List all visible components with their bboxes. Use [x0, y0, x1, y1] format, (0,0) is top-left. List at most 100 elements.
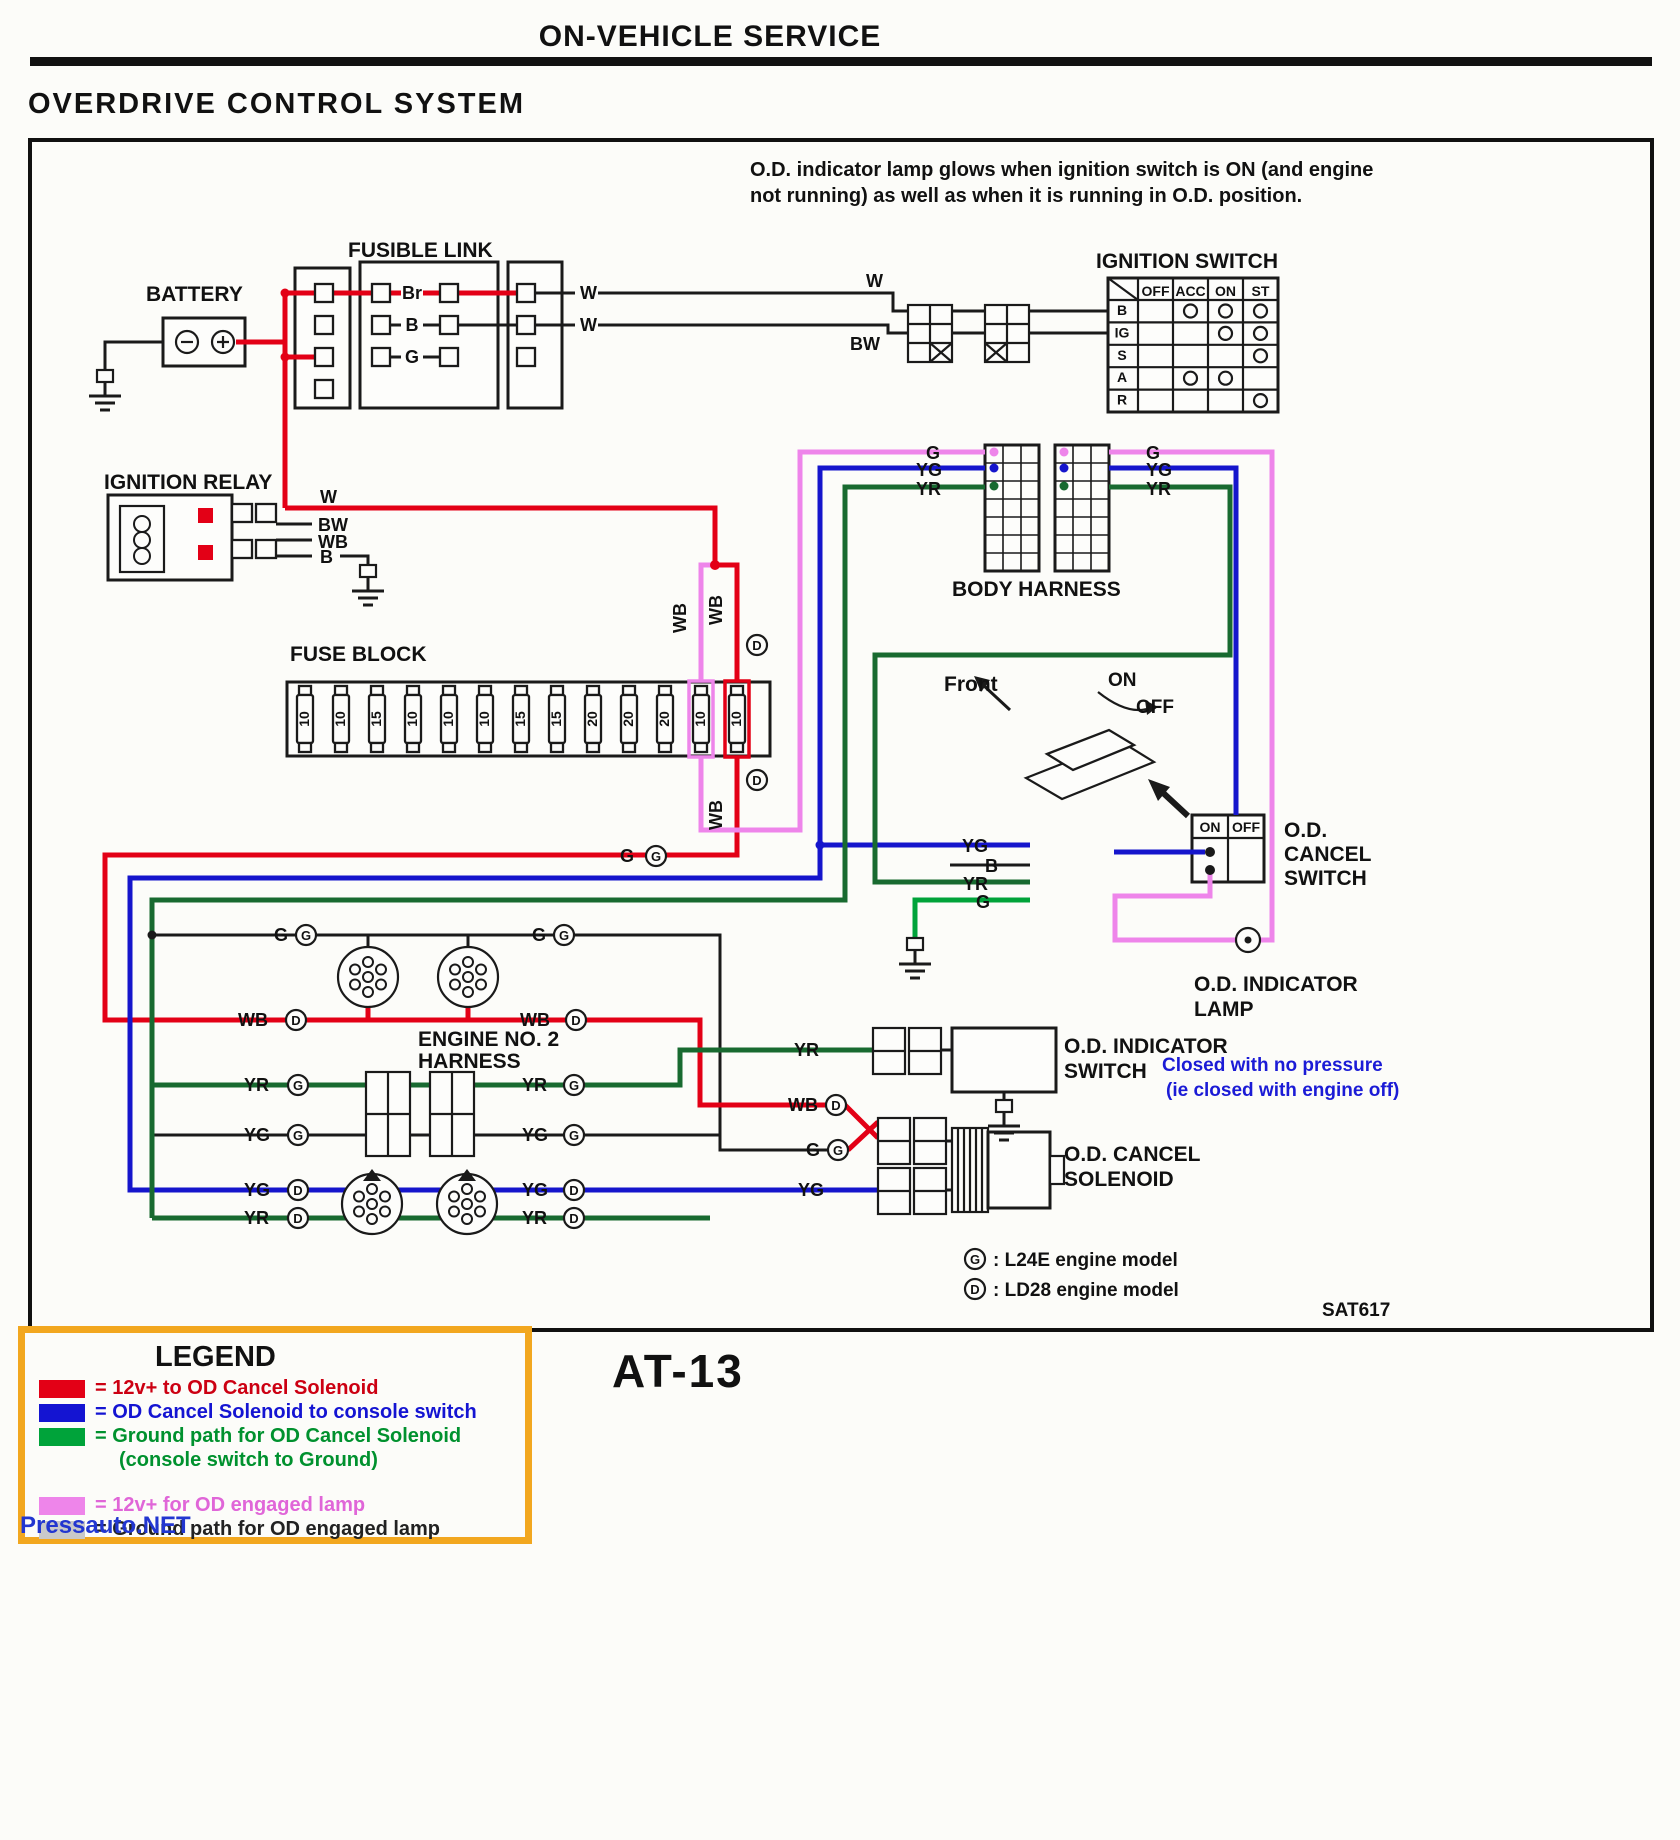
ignition-connector-grids: [908, 305, 1029, 363]
wire-label: YG: [798, 1180, 824, 1200]
wire-label: WB: [706, 800, 726, 830]
harness-connector: [436, 945, 500, 1009]
continuity-mark: [1217, 370, 1234, 386]
circled-letter: [286, 1073, 310, 1097]
od-cancel-switch-label-1: O.D.: [1284, 819, 1327, 842]
od-cancel-switch-label-3: SWITCH: [1284, 867, 1367, 890]
g-model-note: : L24E engine model: [993, 1250, 1178, 1271]
wire-label: G: [926, 443, 940, 463]
connector-2pin: [876, 1166, 912, 1216]
continuity-mark: [1252, 325, 1269, 341]
pressure-note-line-2: (ie closed with engine off): [1166, 1080, 1399, 1101]
harness-connector: [336, 945, 400, 1009]
ignition-col-header: ACC: [1175, 283, 1205, 299]
wire-label: WB: [706, 595, 726, 625]
wire-label: G: [405, 347, 419, 367]
diagram-code: SAT617: [1322, 1300, 1390, 1321]
wire-label: YG: [1146, 460, 1172, 480]
ground-symbol: [897, 936, 933, 980]
body-harness-grids: [985, 445, 1109, 571]
harness-connector: [340, 1172, 404, 1236]
watermark: Pressauto.NET: [20, 1512, 191, 1539]
legend-item: = Ground path for OD engaged lamp: [39, 1518, 525, 1540]
continuity-mark: [1252, 393, 1269, 409]
circled-letter-text: G: [569, 1128, 579, 1143]
circled-letter-text: D: [752, 773, 761, 788]
highlighted-fuse-red: [723, 679, 751, 759]
connector-2pin: [871, 1026, 907, 1076]
legend-item: = Ground path for OD Cancel Solenoid: [39, 1425, 525, 1447]
wire-label: YR: [522, 1075, 547, 1095]
od-indicator-switch-label-2: SWITCH: [1064, 1060, 1147, 1083]
legend-label: = 12v+ for OD engaged lamp: [95, 1494, 366, 1516]
wire-label: YG: [916, 460, 942, 480]
wire-label: B: [320, 547, 333, 567]
od-cancel-solenoid-label-2: SOLENOID: [1064, 1168, 1174, 1191]
circled-letter: [826, 1138, 850, 1162]
circled-letter-text: D: [970, 1282, 979, 1297]
circled-letter: [745, 633, 769, 657]
wire-label: YR: [522, 1208, 547, 1228]
connector-2pin: [876, 1116, 912, 1166]
circled-letter-text: D: [293, 1211, 302, 1226]
fuse-rating: 10: [296, 711, 312, 727]
wire-label: G: [532, 925, 546, 945]
legend-label: (console switch to Ground): [119, 1449, 378, 1471]
circled-letter: [562, 1123, 586, 1147]
circled-letter: [963, 1247, 987, 1271]
circled-letter-text: G: [301, 928, 311, 943]
fuse-rating: 15: [512, 711, 528, 727]
wire-label: B: [406, 315, 419, 335]
circled-letter-text: D: [569, 1211, 578, 1226]
ignition-col-header: ON: [1215, 283, 1236, 299]
header-rule: [30, 57, 1652, 66]
legend-label: = Ground path for OD engaged lamp: [95, 1518, 441, 1540]
highlighted-fuse-pink: [687, 679, 715, 759]
circled-letter-text: G: [970, 1252, 980, 1267]
continuity-mark: [1182, 370, 1199, 386]
wire-label: WB: [520, 1010, 550, 1030]
wire-label: G: [274, 925, 288, 945]
legend-swatch: [39, 1379, 85, 1398]
od-cancel-solenoid-body: [986, 1130, 1052, 1210]
front-label: Front: [944, 673, 998, 696]
legend-swatch: [39, 1403, 85, 1422]
legend-title: LEGEND: [155, 1341, 276, 1373]
continuity-mark: [1252, 348, 1269, 364]
ignition-row-label: B: [1117, 302, 1127, 318]
circled-letter-text: G: [559, 928, 569, 943]
fuse-block-label: FUSE BLOCK: [290, 643, 427, 666]
legend-item: (console switch to Ground): [39, 1449, 525, 1471]
wire-label: YR: [794, 1040, 819, 1060]
solenoid-hatch: [956, 1128, 984, 1212]
fusible-link-elements: [313, 282, 537, 400]
ignition-row-label: A: [1117, 369, 1127, 385]
battery-label: BATTERY: [146, 283, 243, 306]
circled-letter: [644, 844, 668, 868]
wire-label: WB: [238, 1010, 268, 1030]
od-cancel-switch-label-2: CANCEL: [1284, 843, 1372, 866]
circled-letter-text: D: [831, 1098, 840, 1113]
circled-letter-text: G: [293, 1078, 303, 1093]
fusible-link-label: FUSIBLE LINK: [348, 239, 493, 262]
legend-label: = OD Cancel Solenoid to console switch: [95, 1401, 477, 1423]
harness-connector-square: [364, 1070, 412, 1158]
on-label: ON: [1108, 670, 1137, 691]
fuse-rating: 10: [692, 711, 708, 727]
wire-label: YR: [916, 479, 941, 499]
continuity-mark: [1217, 325, 1234, 341]
od-indicator-lamp-label-2: LAMP: [1194, 998, 1254, 1021]
fuse-rating: 10: [332, 711, 348, 727]
wire-label: YR: [1146, 479, 1171, 499]
wire-label: WB: [318, 532, 348, 552]
wire-label: G: [976, 892, 990, 912]
circled-letter: [294, 923, 318, 947]
circled-letter: [564, 1008, 588, 1032]
circled-letter: [562, 1073, 586, 1097]
diagram-frame: [28, 138, 1654, 1332]
circled-letter: [562, 1178, 586, 1202]
switch-on-label: ON: [1200, 819, 1221, 835]
